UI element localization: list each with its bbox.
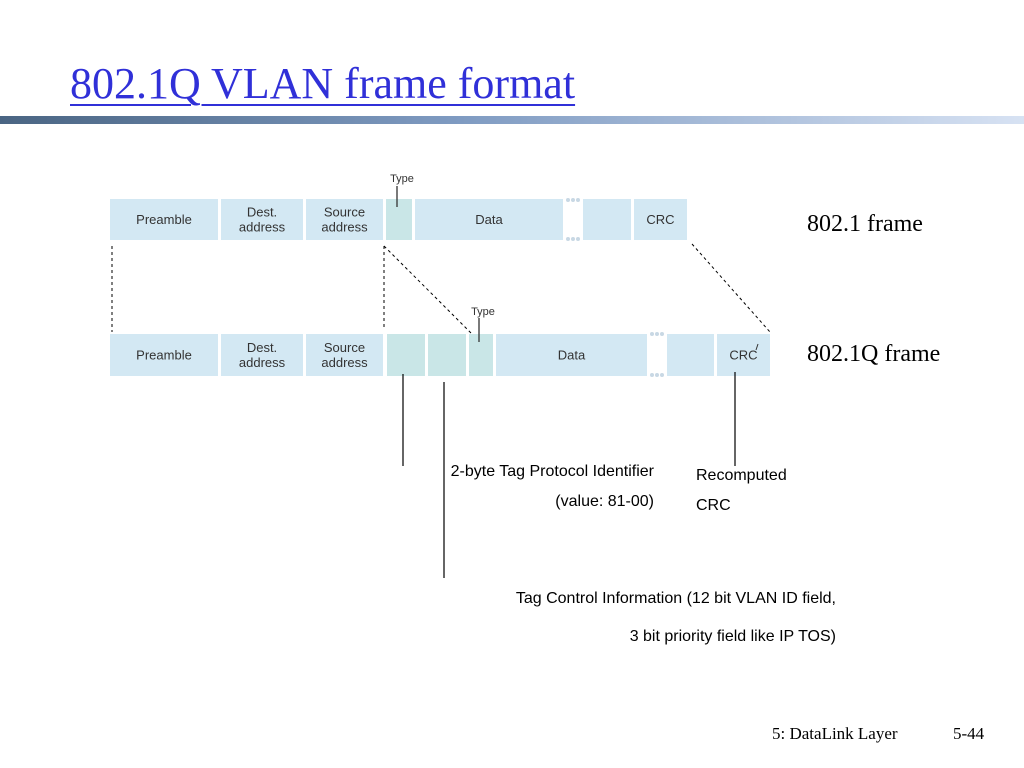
tpid-annotation-line-1: 2-byte Tag Protocol Identifier [450,463,654,480]
tci-annotation: Tag Control Information (12 bit VLAN ID … [420,580,836,656]
tci-annotation-line-2: 3 bit priority field like IP TOS) [629,628,836,645]
crc-annotation-line-2: CRC [696,497,731,514]
standard-field-1 [221,199,303,240]
tpid-annotation: 2-byte Tag Protocol Identifier (value: 8… [380,457,654,517]
type-label-bottom: Type [471,306,495,318]
standard-field-4 [415,199,563,240]
footer-chapter: 5: DataLink Layer [772,724,898,743]
tagged-field-1 [221,334,303,376]
tci-annotation-line-1: Tag Control Information (12 bit VLAN ID … [515,590,836,607]
crc-tick-mark [755,343,759,351]
tagged-field-6 [496,334,647,376]
standard-field-6 [634,199,687,240]
tagged-field-4 [428,334,466,376]
tagged-field-3 [387,334,425,376]
crc-annotation-line-1: Recomputed [696,467,787,484]
standard-field-2 [306,199,383,240]
tagged-field-5 [469,334,493,376]
ellipsis-dots [566,198,664,377]
slide-title: 802.1Q VLAN frame format [70,59,576,108]
standard-field-0 [110,199,218,240]
standard-field-label-6: CRC [646,212,674,227]
standard-field-label-0: Preamble [136,212,192,227]
tagged-field-7 [667,334,714,376]
type-label-top: Type [390,173,414,185]
tagged-field-label-1: Dest.address [239,340,286,370]
tagged-field-8 [717,334,770,376]
tagged-field-label-6: Data [558,348,586,363]
tpid-annotation-line-2: (value: 81-00) [555,493,654,510]
tagged-field-0 [110,334,218,376]
standard-field-label-4: Data [475,212,503,227]
standard-field-5 [583,199,631,240]
tagged-frame-label: 802.1Q frame [807,341,941,367]
tagged-field-label-8: CRC [729,348,757,363]
mapping-dashed-lines [111,243,771,336]
standard-field-3 [386,199,412,240]
standard-field-label-1: Dest.address [239,205,286,235]
footer-page-number: 5-44 [953,724,985,743]
crc-annotation: Recomputed CRC [696,461,787,521]
tagged-field-label-0: Preamble [136,348,192,363]
tagged-field-2 [306,334,383,376]
title-gradient-bar [0,116,1024,124]
standard-frame-label: 802.1 frame [807,211,923,237]
